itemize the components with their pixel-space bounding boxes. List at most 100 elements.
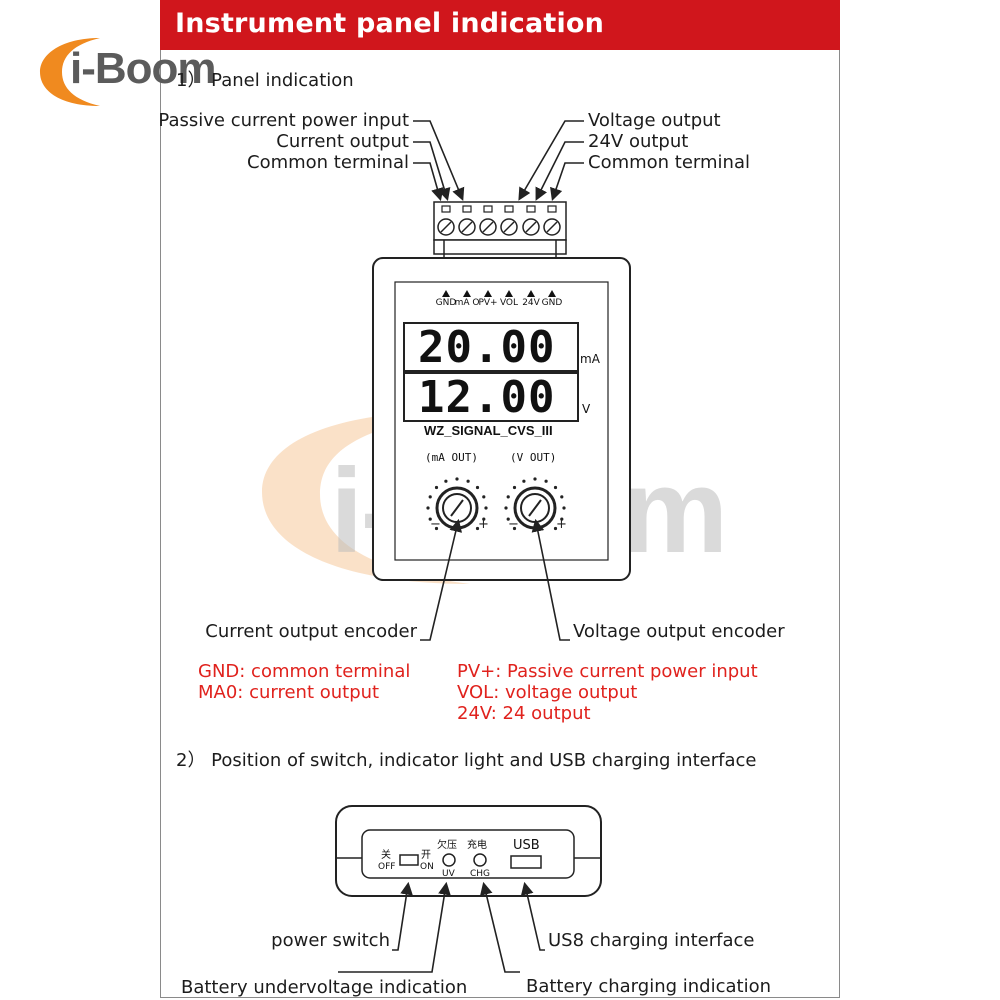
leader-chg bbox=[480, 881, 520, 973]
switch-off-label: OFF bbox=[378, 862, 396, 872]
terminal-slot bbox=[462, 205, 472, 213]
label-common-terminal-right: Common terminal bbox=[588, 152, 750, 173]
usb-port-icon bbox=[510, 855, 542, 869]
knob-scale-dot bbox=[482, 517, 486, 521]
terminal-slot bbox=[441, 205, 451, 213]
leader-power-switch bbox=[392, 881, 413, 951]
logo-text: i-Boom bbox=[70, 44, 217, 93]
knob-scale-dot bbox=[428, 495, 432, 499]
knob-scale-dot bbox=[533, 477, 537, 481]
knob-scale-dot bbox=[553, 526, 558, 531]
knob-scale-dot bbox=[475, 526, 480, 531]
knob-scale-dot bbox=[434, 526, 439, 531]
knob-scale-dot bbox=[444, 479, 448, 483]
port-label: GND bbox=[541, 298, 563, 308]
leader-common-left bbox=[413, 162, 444, 202]
header-title: Instrument panel indication bbox=[175, 8, 605, 39]
knob-scale-dot bbox=[560, 517, 564, 521]
knob-scale-dot bbox=[560, 495, 564, 499]
terminal-screws bbox=[437, 205, 561, 236]
knob-scale-dot bbox=[506, 495, 510, 499]
knob-left-label: (mA OUT) bbox=[425, 451, 478, 464]
label-current-output: Current output bbox=[276, 131, 409, 152]
legend-pv: PV+: Passive current power input bbox=[457, 661, 758, 682]
svg-text:+: + bbox=[556, 517, 567, 532]
voltage-display bbox=[403, 372, 579, 422]
knob-scale-dots bbox=[426, 477, 566, 531]
content-frame bbox=[160, 0, 840, 998]
port-label: VOL bbox=[499, 298, 519, 308]
logo-swoosh-icon bbox=[40, 38, 100, 106]
leader-24v bbox=[535, 141, 584, 201]
port-arrow-icon bbox=[548, 290, 556, 297]
uv-label: UV bbox=[442, 869, 455, 879]
port-label: 24V bbox=[522, 298, 540, 308]
label-current-encoder: Current output encoder bbox=[205, 621, 417, 642]
knob-scale-dot bbox=[484, 506, 488, 510]
label-voltage-encoder: Voltage output encoder bbox=[573, 621, 785, 642]
header-banner bbox=[160, 0, 840, 50]
svg-text:−: − bbox=[508, 517, 519, 532]
section2-title: 2） Position of switch, indicator light a… bbox=[176, 750, 757, 771]
terminal-block bbox=[433, 201, 567, 258]
voltage-display-value: 12.00 bbox=[418, 372, 556, 423]
knob-scale-dot bbox=[512, 485, 517, 490]
leader-voltage-encoder bbox=[531, 518, 570, 641]
legend-24v: 24V: 24 output bbox=[457, 703, 591, 724]
chg-led-icon bbox=[473, 853, 487, 867]
power-switch-icon bbox=[399, 854, 419, 866]
knob-scale-dot bbox=[466, 479, 470, 483]
leader-current-encoder bbox=[420, 518, 463, 641]
device-model: WZ_SIGNAL_CVS_III bbox=[424, 423, 553, 438]
legend-vol: VOL: voltage output bbox=[457, 682, 638, 703]
current-display-value: 20.00 bbox=[418, 322, 556, 373]
section1-title: 1） Panel indication bbox=[176, 70, 354, 91]
port-arrow-icon bbox=[527, 290, 535, 297]
knob-scale-dot bbox=[512, 526, 517, 531]
legend-gnd: GND: common terminal bbox=[198, 661, 411, 682]
label-common-terminal-left: Common terminal bbox=[247, 152, 409, 173]
terminal-slot bbox=[547, 205, 557, 213]
knob-scale-dot bbox=[522, 479, 526, 483]
current-display-unit: mA bbox=[580, 352, 600, 366]
leader-passive bbox=[413, 120, 465, 201]
port-arrow-icon bbox=[505, 290, 513, 297]
label-chg-indication: Battery charging indication bbox=[526, 976, 771, 997]
label-power-switch: power switch bbox=[271, 930, 390, 951]
current-display bbox=[403, 322, 579, 372]
knob-scale-dot bbox=[455, 477, 459, 481]
switch-on-cn: 开 bbox=[421, 850, 431, 861]
chg-cn: 充电 bbox=[467, 840, 487, 851]
legend-ma0: MA0: current output bbox=[198, 682, 380, 703]
usb-label: USB bbox=[513, 838, 540, 853]
terminal-slot bbox=[504, 205, 514, 213]
knob-scale-dot bbox=[426, 506, 430, 510]
label-voltage-output: Voltage output bbox=[588, 110, 721, 131]
leader-usb bbox=[520, 881, 545, 951]
label-uv-indication: Battery undervoltage indication bbox=[181, 977, 468, 998]
voltage-display-unit: V bbox=[582, 402, 591, 416]
leader-uv bbox=[338, 881, 451, 973]
watermark-swoosh bbox=[262, 411, 470, 584]
port-arrow-icon bbox=[484, 290, 492, 297]
device-face bbox=[394, 281, 609, 561]
svg-text:−: − bbox=[430, 517, 441, 532]
port-label: PV+ bbox=[478, 298, 498, 308]
knob-scale-dot bbox=[562, 506, 566, 510]
knob-left bbox=[435, 486, 479, 530]
chg-label: CHG bbox=[470, 869, 491, 879]
label-usb-interface: US8 charging interface bbox=[548, 930, 755, 951]
knob-right-label: (V OUT) bbox=[510, 451, 557, 464]
terminal-slot bbox=[526, 205, 536, 213]
uv-cn: 欠压 bbox=[437, 840, 457, 851]
port-arrows bbox=[442, 290, 556, 297]
terminal-slot bbox=[483, 205, 493, 213]
switch-off-cn: 关 bbox=[381, 850, 391, 861]
knob-scale-dot bbox=[544, 479, 548, 483]
knob-scale-dot bbox=[428, 517, 432, 521]
uv-led-icon bbox=[442, 853, 456, 867]
leader-current bbox=[413, 141, 451, 202]
port-arrow-icon bbox=[463, 290, 471, 297]
knob-scale-dot bbox=[482, 495, 486, 499]
